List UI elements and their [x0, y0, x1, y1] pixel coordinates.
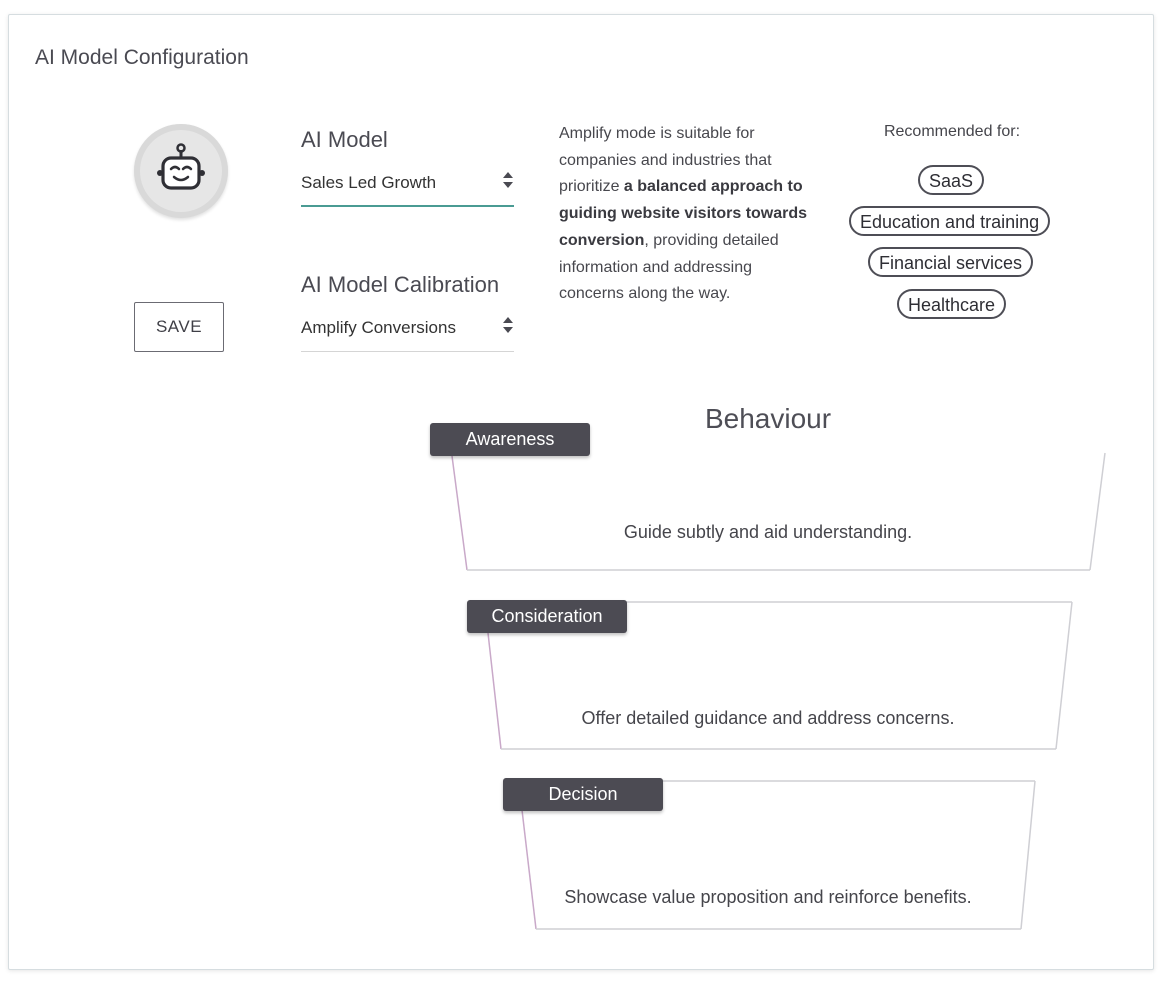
tag-financial-services: Financial services: [868, 247, 1034, 277]
behaviour-title: Behaviour: [704, 403, 832, 434]
stage-label-decision: Decision: [503, 778, 663, 811]
tag-education-and-training: Education and training: [849, 206, 1051, 236]
ai-model-select[interactable]: Sales Led Growth: [301, 167, 514, 207]
ai-model-label: AI Model: [301, 127, 388, 152]
stage-text-decision: Showcase value proposition and reinforce…: [564, 887, 972, 907]
tag-healthcare: Healthcare: [897, 289, 1007, 319]
stage-label-awareness: Awareness: [430, 423, 590, 456]
sort-arrows-icon: [503, 317, 513, 333]
ai-model-calibration-value: Amplify Conversions: [301, 318, 456, 337]
ai-model-calibration-label: AI Model Calibration: [301, 272, 500, 297]
stage-label-consideration: Consideration: [467, 600, 627, 633]
ai-model-calibration-select[interactable]: Amplify Conversions: [301, 312, 514, 352]
robot-face-icon: [157, 143, 205, 190]
recommended-for-title: Recommended for:: [883, 123, 1021, 140]
sort-arrows-icon: [503, 172, 513, 188]
ai-model-value: Sales Led Growth: [301, 173, 437, 192]
page-title: AI Model Configuration: [35, 46, 249, 69]
description-text-1: Amplify mode is suitable for companies a…: [559, 125, 772, 196]
mode-description: Amplify mode is suitable for companies a…: [559, 121, 821, 308]
model-avatar: [134, 124, 228, 218]
description-bold-text: a balanced approach to guiding website v…: [559, 178, 808, 249]
stage-text-awareness: Guide subtly and aid understanding.: [623, 522, 913, 542]
tag-saas: SaaS: [918, 165, 985, 195]
stage-text-consideration: Offer detailed guidance and address conc…: [581, 708, 955, 728]
save-button[interactable]: SAVE: [134, 302, 224, 352]
description-text-2: , providing detailed information and add…: [559, 231, 779, 303]
